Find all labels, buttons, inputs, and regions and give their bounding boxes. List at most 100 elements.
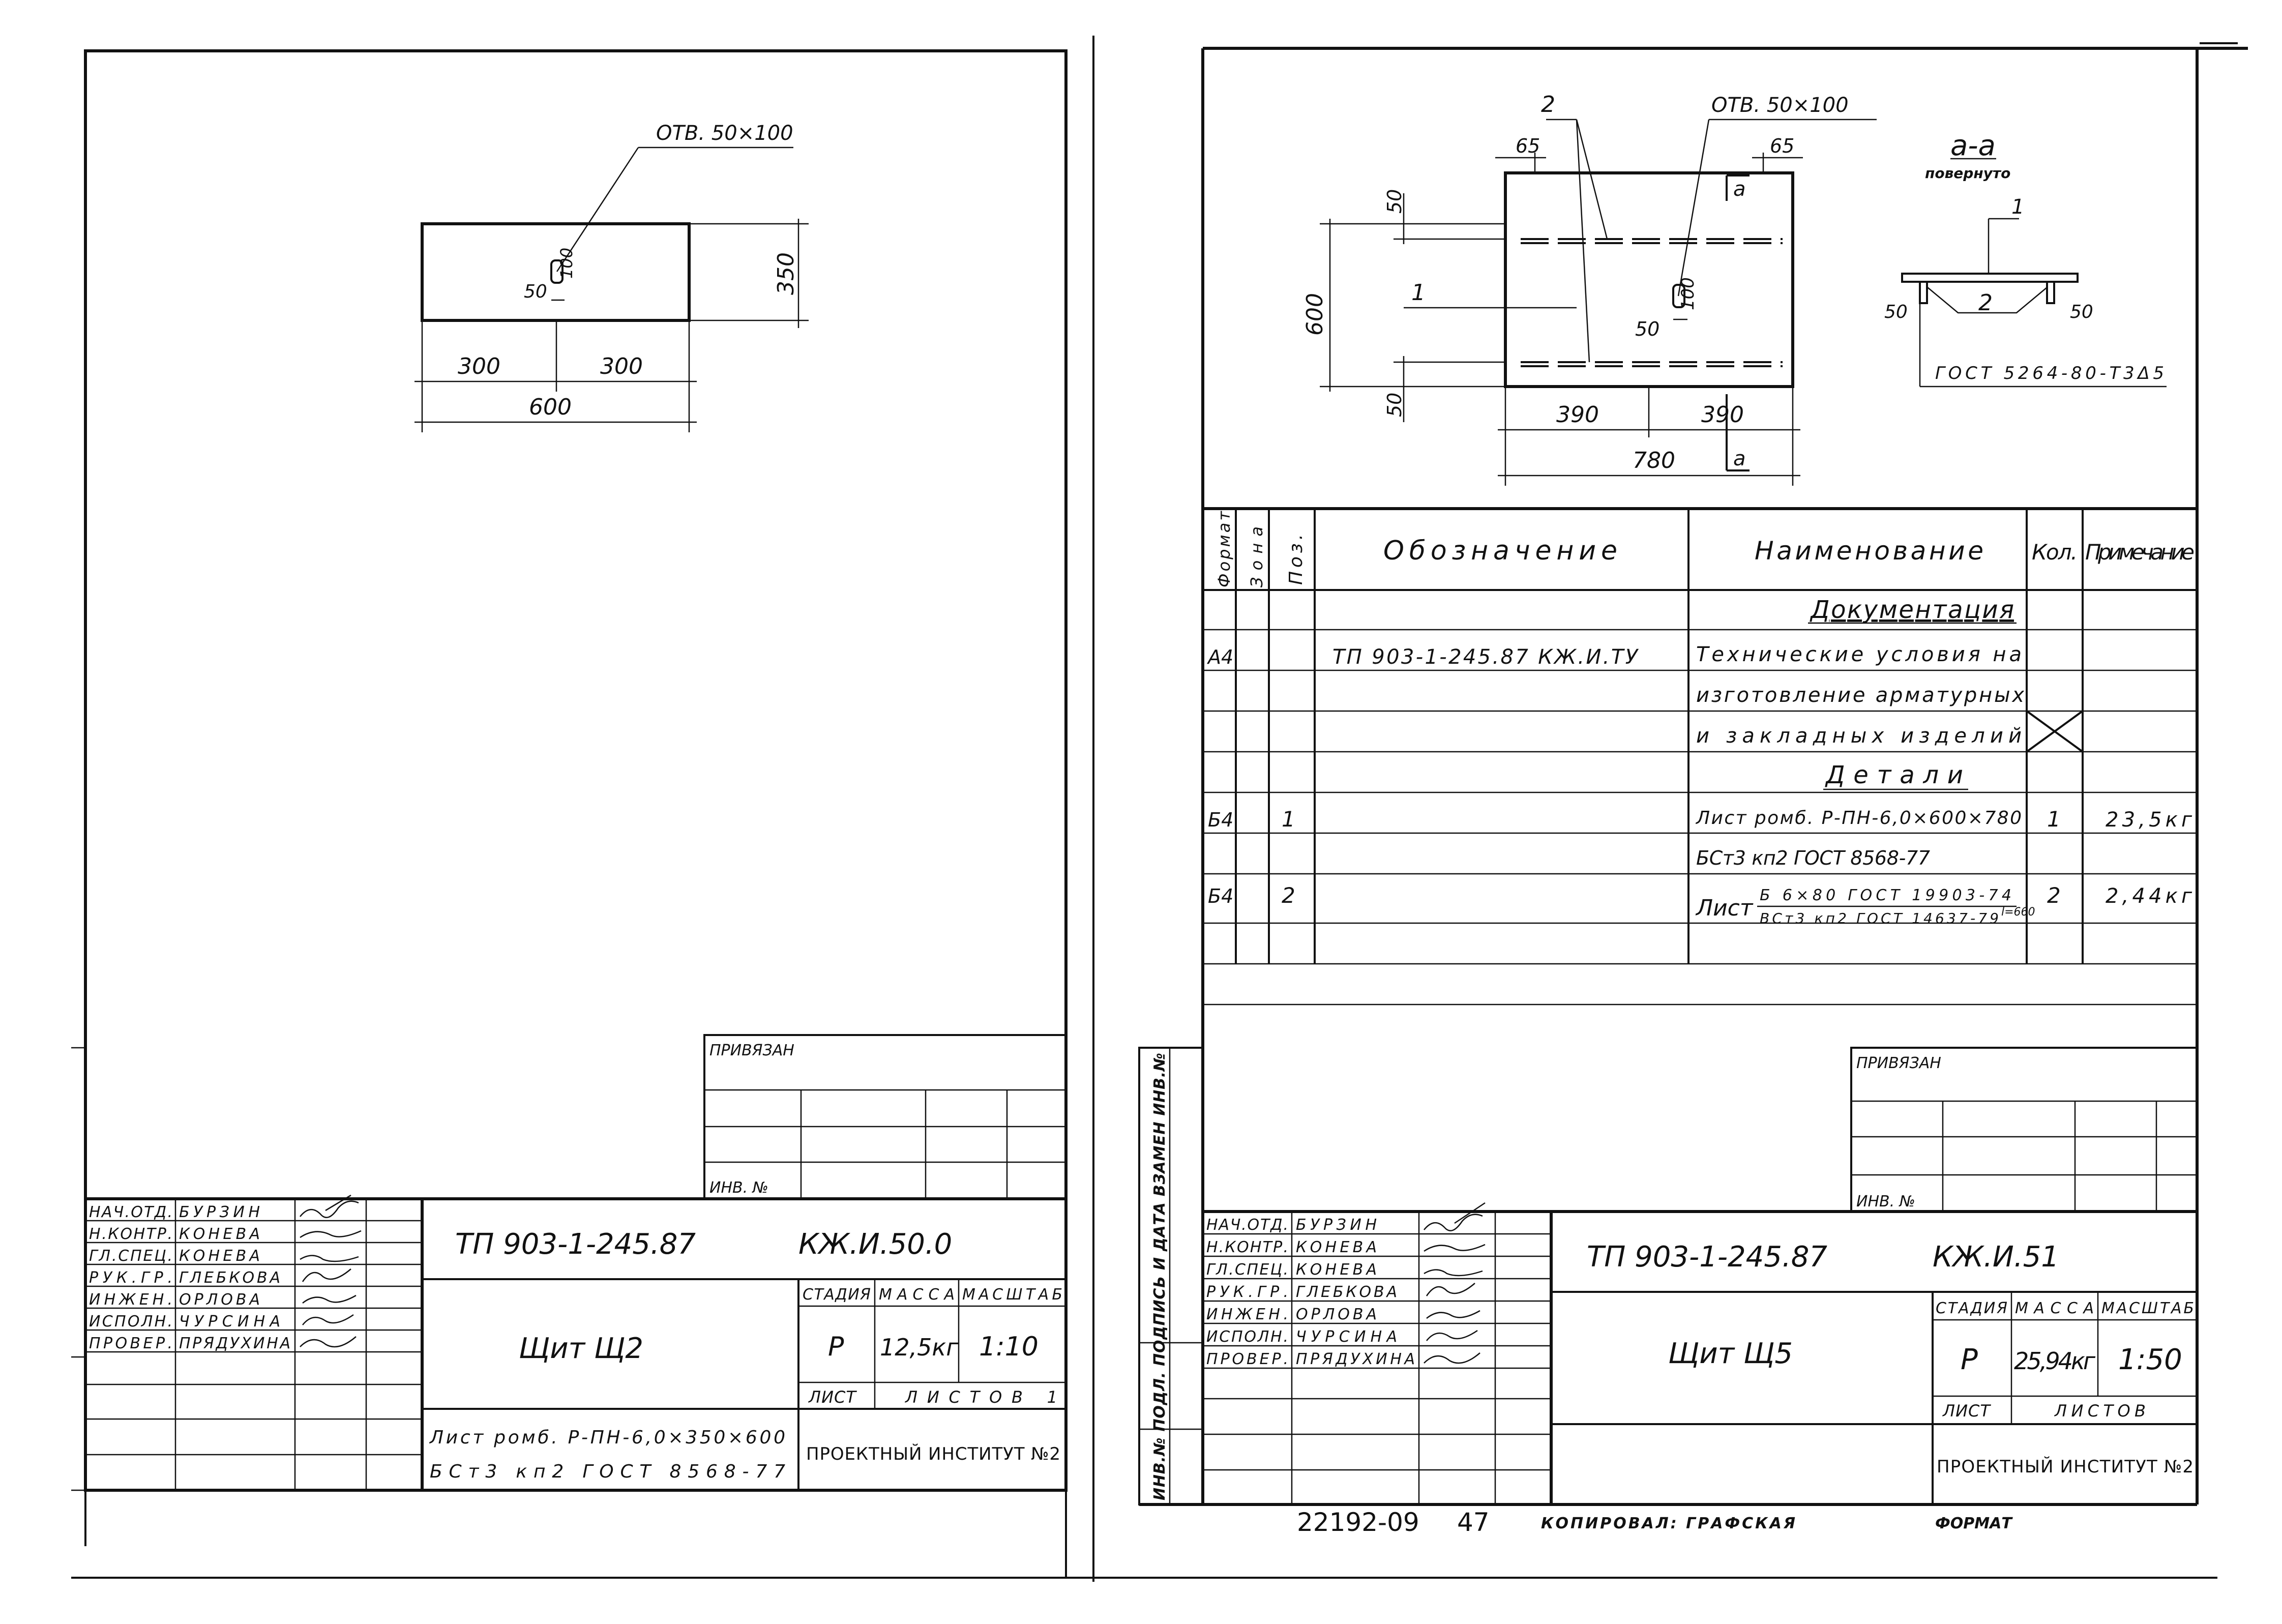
right-mass-header: МАССА <box>2015 1300 2094 1317</box>
left-name-0: БУРЗИН <box>179 1203 260 1221</box>
left-stage: Р <box>828 1332 844 1362</box>
right-side-label: ИНВ.№ ПОДЛ. ПОДПИСЬ И ДАТА ВЗАМЕН ИНВ.№ <box>1151 1053 1169 1500</box>
left-role-2: ГЛ.СПЕЦ. <box>89 1247 173 1265</box>
left-name-3: ГЛЕБКОВА <box>179 1269 281 1287</box>
right-role-6: ПРОВЕР. <box>1206 1350 1289 1368</box>
right-name-3: ГЛЕБКОВА <box>1296 1283 1398 1301</box>
left-plate-drawing: ОТВ. 50×100 50 100 350 300 300 600 <box>414 122 809 432</box>
right-doc-code: КЖ.И.51 <box>1933 1241 2059 1274</box>
right-role-1: Н.КОНТР. <box>1206 1238 1289 1256</box>
right-title: Щит Щ5 <box>1668 1337 1793 1370</box>
right-plate-drawing: 50 100 ОТВ. 50×100 2 1 65 65 а <box>1302 92 1877 486</box>
spec-doc-name-3: и закладных изделий <box>1696 724 2022 748</box>
right-dim-390-left: 390 <box>1556 402 1599 428</box>
right-stage-header: СТАДИЯ <box>1936 1300 2008 1317</box>
footer-page: 47 <box>1457 1508 1490 1537</box>
right-name-4: ОРЛОВА <box>1296 1306 1377 1323</box>
left-dim-width: 600 <box>529 394 572 420</box>
left-plate-hole <box>550 259 564 284</box>
right-sec-pos-2: 2 <box>1978 290 1993 316</box>
spec-p1-qty: 1 <box>2047 807 2061 832</box>
spec-p1-name-1: Лист ромб. Р-ПН-6,0×600×780 <box>1695 808 2022 829</box>
left-hole-leader <box>556 147 639 272</box>
right-dim-780: 780 <box>1633 448 1675 474</box>
right-footer: 22192-09 47 КОПИРОВАЛ: ГРАФСКАЯ ФОРМАТ <box>1297 1508 2013 1537</box>
right-sec-plate <box>1901 273 2079 283</box>
left-role-6: ПРОВЕР. <box>89 1335 173 1352</box>
left-material-1: Лист ромб. Р-ПН-6,0×350×600 <box>429 1427 786 1448</box>
right-role-4: ИНЖЕН. <box>1206 1306 1289 1323</box>
left-name-2: КОНЕВА <box>179 1247 260 1265</box>
spec-p1-format: Б4 <box>1208 809 1233 831</box>
spec-doc-qty-cross-b <box>2026 710 2084 753</box>
right-sheet-header: ЛИСТ <box>1942 1401 1991 1421</box>
right-plate-hole <box>1672 284 1685 308</box>
footer-number: 22192-09 <box>1297 1508 1419 1537</box>
right-plate-outline <box>1504 171 1794 388</box>
right-title-block: НАЧ.ОТД. БУРЗИН Н.КОНТР. КОНЕВА ГЛ.СПЕЦ.… <box>1203 1202 2197 1504</box>
spec-p2-note: 2,44кг <box>2106 884 2192 908</box>
spec-header-format: Формат <box>1214 511 1234 587</box>
right-inv-label: ИНВ. № <box>1856 1193 1915 1210</box>
left-inv-label: ИНВ. № <box>709 1179 768 1197</box>
left-doc-number: ТП 903-1-245.87 <box>455 1228 696 1261</box>
right-stage: Р <box>1961 1343 1978 1376</box>
left-role-0: НАЧ.ОТД. <box>89 1203 173 1221</box>
right-dim-65-right: 65 <box>1770 135 1794 157</box>
spec-header-pos: Поз. <box>1286 534 1307 585</box>
right-spec-table: Формат Зона Поз. Обозначение Наименовани… <box>1203 507 2197 1006</box>
left-plate-outline <box>421 222 691 322</box>
right-sheets-header: ЛИСТОВ <box>2054 1401 2146 1421</box>
left-sheets-header: ЛИСТОВ 1 <box>905 1387 1058 1407</box>
left-mass: 12,5кг <box>880 1334 959 1361</box>
spec-header-note: Примечание <box>2085 540 2195 565</box>
left-doc-code: КЖ.И.50.0 <box>798 1228 952 1261</box>
left-role-4: ИНЖЕН. <box>89 1291 173 1309</box>
left-hole-callout: ОТВ. 50×100 <box>656 122 793 145</box>
left-title-block: ПРИВЯЗАН ИНВ. № <box>85 1034 1067 1490</box>
left-name-1: КОНЕВА <box>179 1225 260 1243</box>
right-name-1: КОНЕВА <box>1296 1238 1377 1256</box>
right-name-2: КОНЕВА <box>1296 1261 1377 1279</box>
right-section-view: а-а повернуто 1 2 50 50 ГОСТ 5264-80-Т3Δ… <box>1884 129 2167 388</box>
left-dim-right-half: 300 <box>600 353 643 379</box>
right-signatures <box>1424 1202 1486 1364</box>
left-role-1: Н.КОНТР. <box>89 1225 173 1243</box>
right-role-5: ИСПОЛН. <box>1206 1328 1289 1346</box>
left-dim-hole-w: 50 <box>524 281 547 302</box>
spec-p2-name-top: Б 6×80 ГОСТ 19903-74 <box>1760 887 2011 904</box>
right-name-5: ЧУРСИНА <box>1296 1328 1398 1346</box>
right-sec-dim-right: 50 <box>2070 302 2093 322</box>
right-side-stamp: ИНВ.№ ПОДЛ. ПОДПИСЬ И ДАТА ВЗАМЕН ИНВ.№ <box>1138 1047 1204 1505</box>
left-dim-left-half: 300 <box>458 353 500 379</box>
right-scale-header: МАСШТАБ <box>2101 1300 2195 1317</box>
right-pos-1-label: 1 <box>1411 280 1426 306</box>
spec-doc-name-1: Технические условия на <box>1696 643 2022 666</box>
right-dim-390-right: 390 <box>1701 402 1744 428</box>
spec-section-parts: Детали <box>1825 761 1963 789</box>
left-signatures <box>300 1194 362 1348</box>
footer-copied: КОПИРОВАЛ: ГРАФСКАЯ <box>1541 1515 1795 1532</box>
left-name-4: ОРЛОВА <box>179 1291 260 1309</box>
left-name-5: ЧУРСИНА <box>179 1313 281 1331</box>
left-scale: 1:10 <box>979 1332 1039 1362</box>
right-privyazan: ПРИВЯЗАН ИНВ. № <box>1850 1047 2198 1213</box>
right-section-sub: повернуто <box>1925 165 2010 182</box>
right-sheet: ИНВ.№ ПОДЛ. ПОДПИСЬ И ДАТА ВЗАМЕН ИНВ.№ … <box>1138 42 2248 1537</box>
left-personnel: НАЧ.ОТД. БУРЗИН Н.КОНТР. КОНЕВА ГЛ.СПЕЦ.… <box>89 1203 290 1352</box>
spec-p2-pos: 2 <box>1282 883 1295 908</box>
right-dim-600: 600 <box>1302 293 1328 336</box>
spec-p2-name-bottom: ВСт3 кп2 ГОСТ 14637-79 <box>1760 910 1999 927</box>
right-doc-number: ТП 903-1-245.87 <box>1587 1241 1827 1274</box>
left-dim-height: 350 <box>773 252 799 295</box>
spec-p1-pos: 1 <box>1282 807 1295 832</box>
right-scale: 1:50 <box>2118 1343 2182 1376</box>
left-mass-header: МАССА <box>879 1286 955 1304</box>
right-institute: ПРОЕКТНЫЙ ИНСТИТУТ №2 <box>1937 1456 2194 1477</box>
spec-section-docs: Документация <box>1810 596 2014 624</box>
right-pos-2-label: 2 <box>1541 92 1555 117</box>
spec-p1-note: 23,5кг <box>2106 808 2192 832</box>
left-privyazan-box <box>703 1034 1067 1200</box>
spec-header-zone: Зона <box>1247 526 1266 587</box>
